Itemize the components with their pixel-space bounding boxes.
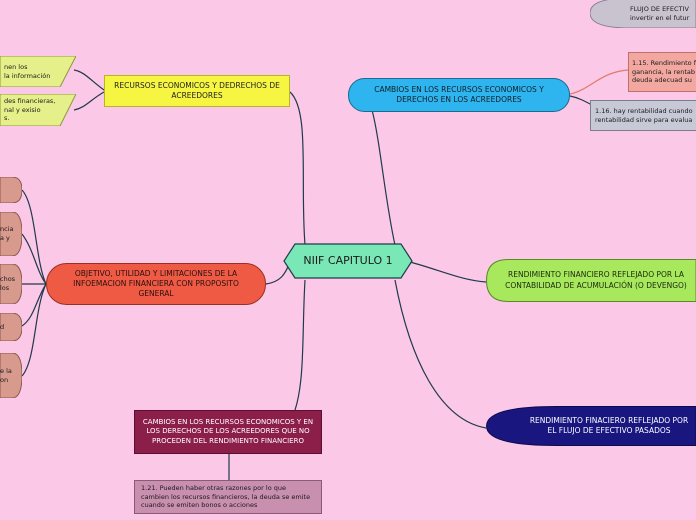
central-topic[interactable]: NIIF CAPITULO 1 (283, 243, 413, 279)
topic-rendimiento-flujo-label: RENDIMIENTO FINACIERO REFLEJADO POR EL F… (529, 415, 689, 435)
link-left-middle-stub-5 (21, 283, 47, 377)
link-central-right-top (371, 109, 396, 246)
link-left-middle-stub-4 (21, 283, 47, 327)
stub-left-top-2[interactable]: des financieras, nal y exisio s. (0, 94, 76, 126)
note-1-15-label: 1.15. Rendimiento f ganancia, la rentab … (632, 58, 696, 85)
topic-rendimiento-flujo-shape (486, 406, 696, 446)
stub-left-middle-1-shape (0, 177, 22, 203)
topic-recursos-economicos-shape (104, 75, 290, 107)
topic-recursos-economicos-label: RECURSOS ECONOMICOS Y DEDRECHOS DE ACREE… (114, 80, 280, 100)
topic-cambios-recursos-label: CAMBIOS EN LOS RECURSOS ECONOMICOS Y DER… (374, 84, 544, 104)
note-flujo-efectivo[interactable]: FLUJO DE EFECTIV invertir en el futur (590, 0, 696, 28)
stub-left-middle-4-shape (0, 313, 22, 341)
link-left-top-stub-1 (73, 69, 105, 91)
topic-rendimiento-acumulacion-shape (486, 259, 696, 302)
topic-objetivo-utilidad-label: OBJETIVO, UTILIDAD Y LIMITACIONES DE LA … (73, 268, 239, 299)
stub-left-top-2-label: des financieras, nal y exisio s. (4, 96, 56, 123)
stub-left-middle-3[interactable]: chos los (0, 264, 22, 304)
stub-left-top-1-label: nen los la información (4, 62, 51, 80)
stub-left-middle-2-label: ncia a y (0, 225, 14, 242)
link-central-right-middle (409, 261, 487, 283)
stub-left-top-2-shape (0, 94, 76, 126)
link-central-bottom (294, 279, 306, 411)
stub-left-middle-4-label: d (0, 322, 5, 331)
topic-objetivo-utilidad[interactable]: OBJETIVO, UTILIDAD Y LIMITACIONES DE LA … (46, 263, 266, 305)
stub-left-middle-3-shape (0, 264, 22, 304)
link-left-middle-stub-1 (21, 189, 47, 285)
note-1-16[interactable]: 1.16. hay rentabilidad cuando rentabilid… (590, 100, 696, 131)
stub-left-middle-1[interactable] (0, 177, 22, 203)
central-topic-label: NIIF CAPITULO 1 (303, 253, 393, 267)
topic-cambios-no-rendimiento[interactable]: CAMBIOS EN LOS RECURSOS ECONOMICOS Y EN … (134, 410, 322, 454)
stub-left-top-1[interactable]: nen los la información (0, 56, 76, 87)
stub-left-middle-5-shape (0, 353, 22, 398)
note-1-21[interactable]: 1.21. Pueden haber otras razones por lo … (134, 480, 322, 514)
note-1-16-label: 1.16. hay rentabilidad cuando rentabilid… (595, 106, 693, 124)
link-central-right-bottom (394, 279, 487, 429)
stub-left-top-1-shape (0, 56, 76, 87)
note-flujo-efectivo-shape (590, 0, 696, 28)
stub-left-middle-5-label: e la on (0, 366, 12, 384)
link-left-middle-stub-2 (21, 233, 47, 285)
topic-recursos-economicos[interactable]: RECURSOS ECONOMICOS Y DEDRECHOS DE ACREE… (104, 75, 290, 107)
stub-left-middle-2-shape (0, 212, 22, 256)
topic-cambios-no-rendimiento-label: CAMBIOS EN LOS RECURSOS ECONOMICOS Y EN … (142, 417, 314, 445)
note-1-15[interactable]: 1.15. Rendimiento f ganancia, la rentab … (628, 52, 696, 92)
stub-left-middle-4[interactable]: d (0, 313, 22, 341)
note-flujo-efectivo-label: FLUJO DE EFECTIV invertir en el futur (630, 5, 690, 22)
topic-rendimiento-acumulacion[interactable]: RENDIMIENTO FINANCIERO REFLEJADO POR LA … (486, 259, 696, 302)
topic-objetivo-utilidad-shape (46, 263, 266, 305)
stub-left-middle-2[interactable]: ncia a y (0, 212, 22, 256)
note-1-21-label: 1.21. Pueden haber otras razones por lo … (141, 483, 311, 510)
link-right-top-note-2 (569, 69, 629, 95)
topic-rendimiento-flujo[interactable]: RENDIMIENTO FINACIERO REFLEJADO POR EL F… (486, 406, 696, 446)
stub-left-middle-5[interactable]: e la on (0, 353, 22, 398)
topic-cambios-recursos-shape (348, 78, 570, 112)
link-left-top-stub-2 (73, 91, 105, 111)
topic-cambios-recursos[interactable]: CAMBIOS EN LOS RECURSOS ECONOMICOS Y DER… (348, 78, 570, 112)
link-central-left-top (289, 91, 306, 246)
topic-rendimiento-acumulacion-label: RENDIMIENTO FINANCIERO REFLEJADO POR LA … (505, 270, 687, 290)
stub-left-middle-3-label: chos los (0, 275, 16, 292)
central-topic-shape (283, 243, 413, 279)
